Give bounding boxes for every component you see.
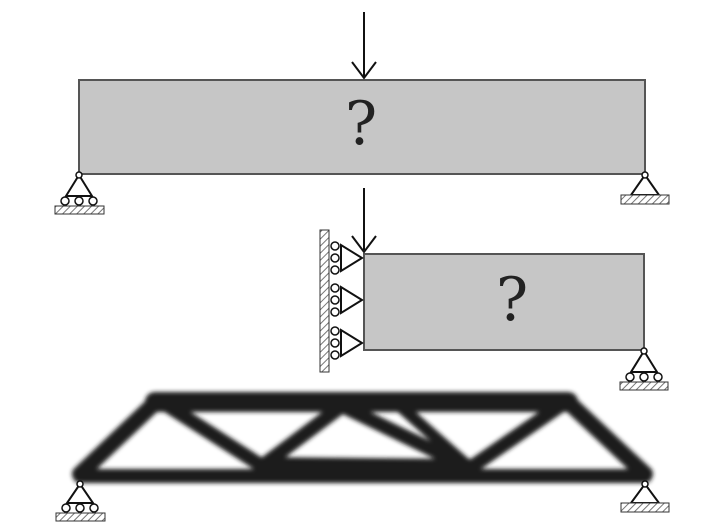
roller-support-icon [619,347,669,391]
full-beam-panel [54,12,670,215]
design-domain-half [363,253,645,351]
unknown-design-label-half: ? [496,265,529,335]
design-domain-full [78,79,646,175]
truss-structure [72,392,653,483]
wall-roller-support-icon [319,229,364,373]
pin-support-icon [620,171,670,205]
down-arrow-load-icon [351,188,377,254]
optimized-truss-panel [55,392,670,522]
unknown-design-label-full: ? [345,89,378,159]
down-arrow-load-icon [351,12,377,80]
half-beam-panel [319,188,669,391]
pin-support-icon [620,480,670,513]
roller-support-icon [54,171,105,215]
roller-support-icon [55,480,106,522]
